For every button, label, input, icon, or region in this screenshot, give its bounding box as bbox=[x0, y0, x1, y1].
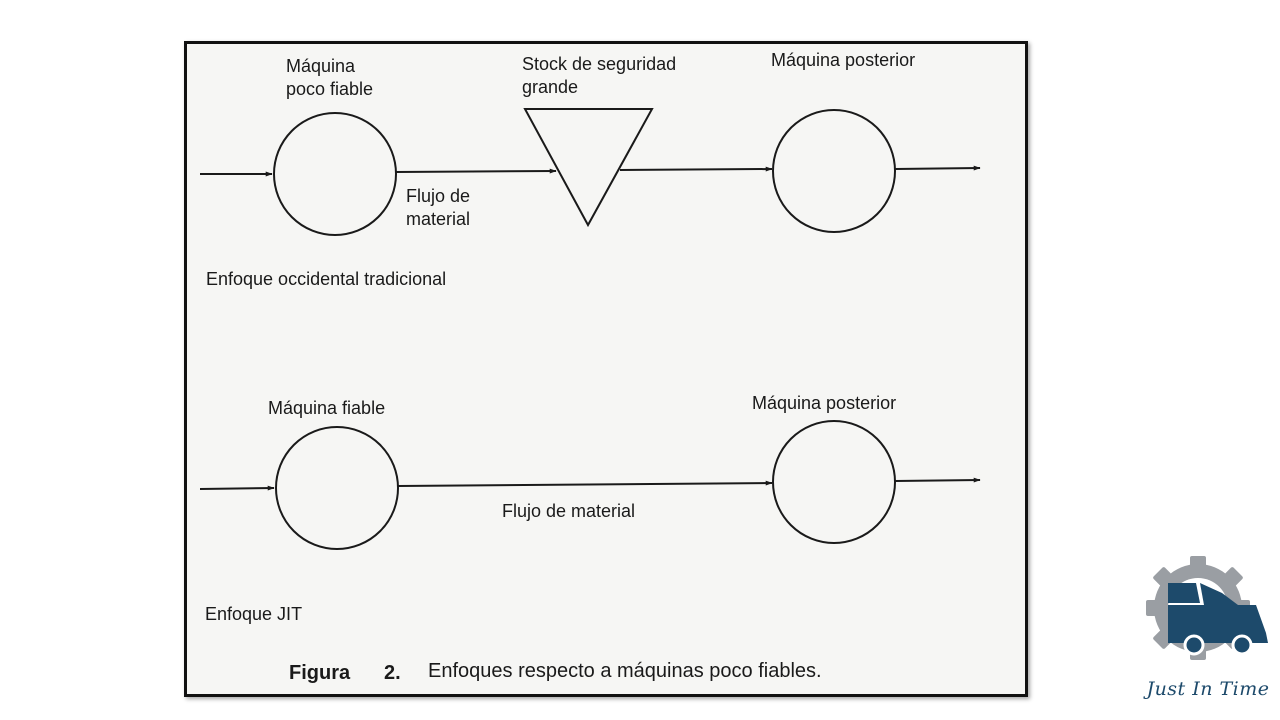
top-flow-arrow-to-stock bbox=[395, 168, 557, 174]
reliable-machine-label: Máquina fiable bbox=[268, 398, 386, 418]
gear-truck-icon bbox=[1146, 556, 1268, 660]
top-safety-stock-triangle bbox=[523, 108, 654, 228]
bottom-output-arrow bbox=[894, 477, 981, 483]
top-flow-arrow-to-machine bbox=[619, 166, 773, 172]
bottom-input-arrow bbox=[199, 485, 275, 491]
caption-figure-number: 2. bbox=[384, 662, 401, 684]
traditional-approach-label: Enfoque occidental tradicional bbox=[206, 269, 447, 289]
bottom-material-flow-label: Flujo de material bbox=[502, 501, 636, 521]
top-material-flow-label: Flujo de material bbox=[406, 186, 471, 229]
jit-approach-label: Enfoque JIT bbox=[205, 604, 303, 624]
top-output-arrow bbox=[894, 165, 981, 171]
figure-frame bbox=[184, 41, 1028, 697]
top-unreliable-machine bbox=[273, 112, 397, 236]
top-downstream-machine bbox=[772, 109, 896, 233]
logo-text: Just In Time bbox=[1146, 678, 1270, 700]
bottom-flow-arrow bbox=[397, 480, 773, 487]
top-unreliable-machine-label: Máquina poco fiable bbox=[286, 56, 374, 99]
bottom-downstream-machine-label: Máquina posterior bbox=[752, 393, 897, 413]
bottom-downstream-machine bbox=[772, 420, 896, 544]
top-downstream-machine-label: Máquina posterior bbox=[771, 50, 916, 70]
bottom-reliable-machine bbox=[275, 426, 399, 550]
safety-stock-label: Stock de seguridad grande bbox=[522, 54, 677, 97]
caption-text: Enfoques respecto a máquinas poco fiable… bbox=[428, 660, 822, 682]
caption-figure-label: Figura bbox=[289, 662, 351, 684]
